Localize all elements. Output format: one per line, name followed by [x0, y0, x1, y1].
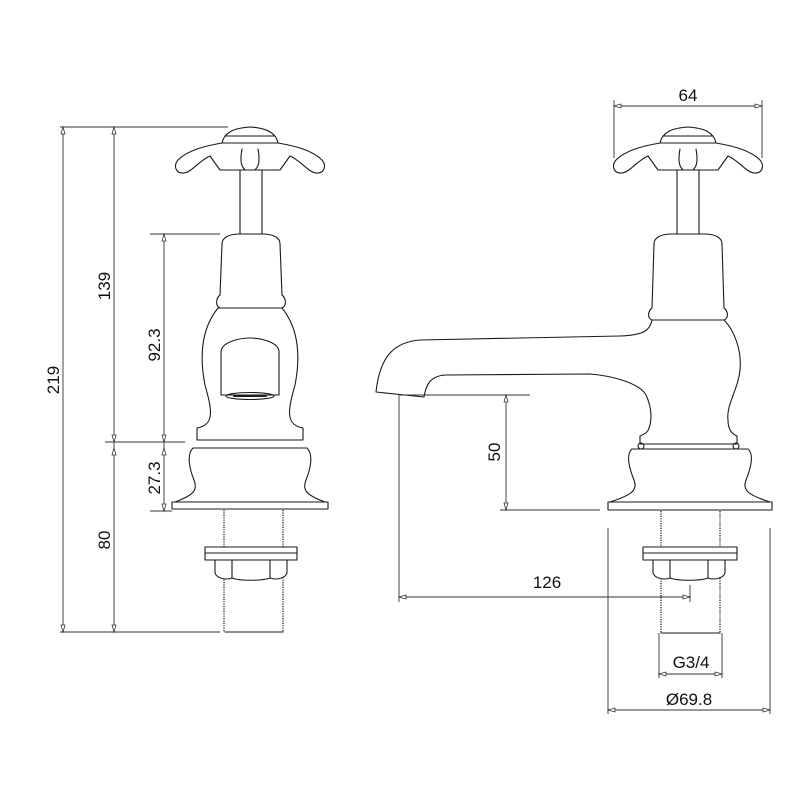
dim-body-height: 92.3	[145, 328, 164, 361]
bonnet	[216, 233, 286, 309]
dim-handle-width: 64	[679, 86, 698, 105]
dim-base-diameter: Ø69.8	[666, 690, 712, 709]
dim-tail-length: 80	[95, 531, 114, 550]
dim-base-height: 27.3	[145, 461, 164, 494]
base	[174, 447, 326, 503]
dim-spout-height: 50	[485, 443, 504, 462]
side-view	[375, 126, 773, 634]
side-view-dimensions: 64 50 126 G3/4 Ø69.8	[397, 86, 772, 714]
dim-overall-height: 219	[44, 366, 63, 394]
dim-height-139: 139	[95, 272, 114, 300]
dim-thread-size: G3/4	[673, 653, 710, 672]
cross-handle-side	[613, 142, 763, 174]
outlet	[220, 337, 280, 396]
spout	[375, 319, 741, 445]
front-view	[171, 126, 329, 633]
cross-handle	[175, 142, 325, 174]
nut	[214, 559, 288, 581]
dim-spout-reach: 126	[533, 573, 561, 592]
base-side	[609, 448, 771, 503]
handle-cap	[221, 126, 279, 144]
front-view-dimensions: 219 139 80 92.3 27.3	[44, 125, 228, 634]
